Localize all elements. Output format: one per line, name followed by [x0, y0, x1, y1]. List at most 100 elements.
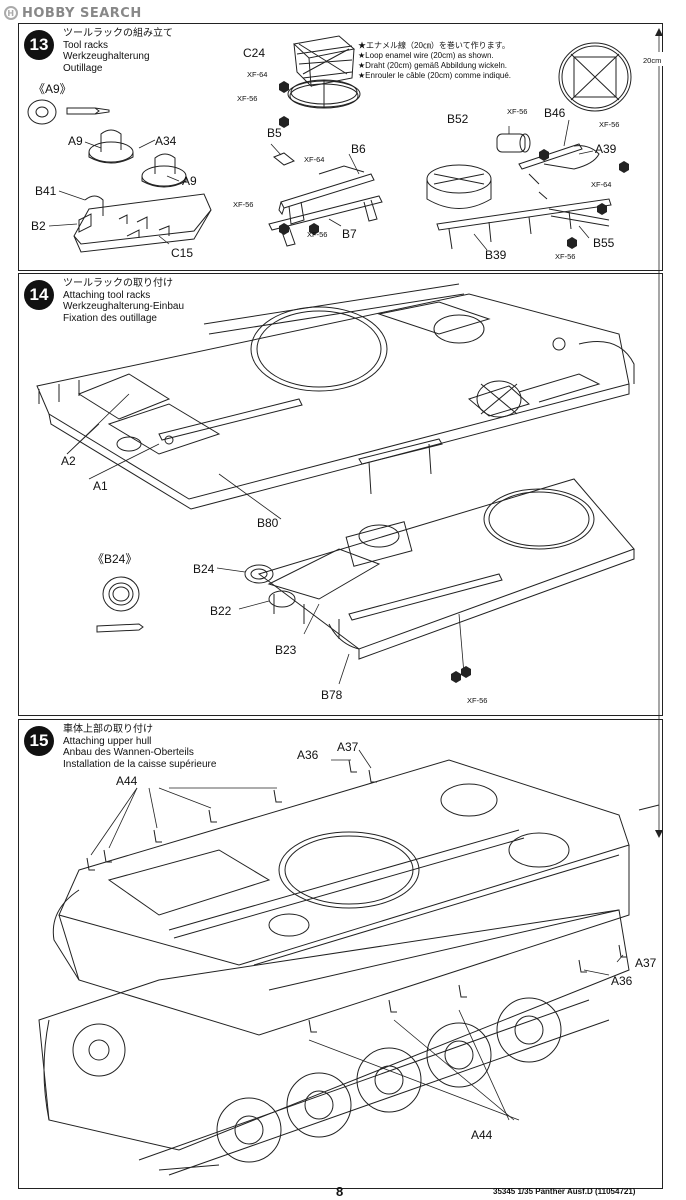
step-13-panel: 13 ツールラックの組み立て Tool racks Werkzeughalter…: [18, 23, 663, 271]
part-label: C15: [171, 246, 194, 260]
coil-reference-drawing: [558, 42, 632, 112]
part-label: B6: [351, 142, 366, 156]
lower-hull-tracks-drawing: [38, 909, 630, 1176]
c15-rack-drawing: [73, 129, 212, 253]
step-15-title-ja: 車体上部の取り付け: [63, 724, 153, 735]
paint-marker-icon: [279, 81, 289, 93]
wire-length-ruler: [652, 28, 666, 838]
step-14-panel: 14 ツールラックの取り付け Attaching tool racks Werk…: [18, 273, 663, 716]
paint-marker-icon: [619, 161, 629, 173]
step-13-title-ja: ツールラックの組み立て: [63, 28, 173, 39]
tool-rack-drawing: [158, 373, 601, 495]
upper-hull-drawing: [52, 759, 660, 1036]
paint-code: XF-64: [591, 180, 612, 189]
part-label: A36: [297, 748, 319, 762]
part-label: A34: [155, 134, 177, 148]
step-15-title-fr: Installation de la caisse supérieure: [63, 758, 217, 770]
b6-b7-bar-drawing: [268, 152, 383, 247]
paint-code: XF-56: [507, 107, 528, 116]
b39-assembly-drawing: [426, 133, 612, 250]
c24-coil-drawing: [287, 35, 361, 109]
part-label: B78: [321, 688, 343, 702]
step-14-paint-markers: [451, 666, 471, 683]
step-14-titles: ツールラックの取り付け Attaching tool racks Werkzeu…: [63, 278, 184, 324]
a9-detail-drawing: [27, 99, 110, 125]
step-13-drawing: [27, 35, 632, 253]
wire-note-fr: ★Enrouler le câble (20cm) comme indiqué.: [358, 71, 512, 80]
part-label: A37: [635, 956, 657, 970]
paint-code: XF-56: [233, 200, 254, 209]
paint-marker-icon: [539, 149, 549, 161]
part-label: A44: [471, 1128, 493, 1142]
step-14-title-en: Attaching tool racks: [63, 289, 151, 301]
part-label: B7: [342, 227, 357, 241]
part-label: B46: [544, 106, 566, 120]
paint-marker-icon: [597, 203, 607, 215]
wire-note-ja: ★エナメル線（20㎝）を巻いて作ります。: [358, 41, 510, 50]
ruler-label: 20cm: [643, 56, 662, 65]
paint-code: XF-56: [467, 696, 488, 705]
step-14-drawing: [36, 283, 635, 685]
paint-markers: [279, 81, 629, 249]
paint-marker-icon: [567, 237, 577, 249]
part-label: B24: [193, 562, 215, 576]
step-15-titles: 車体上部の取り付け Attaching upper hull Anbau des…: [63, 724, 216, 770]
part-label: B80: [257, 516, 279, 530]
step-15-drawing: [38, 749, 660, 1176]
a9-detail-label: 《A9》: [33, 82, 72, 96]
part-label: A9: [182, 174, 197, 188]
b24-detail-drawing: [96, 576, 144, 633]
part-label: A39: [595, 142, 617, 156]
product-code: 35345 1/35 Panther Ausf.D (11054721): [493, 1187, 636, 1196]
engine-deck-drawing: [257, 478, 635, 660]
part-label: A1: [93, 479, 108, 493]
step-13-number: 13: [24, 30, 54, 60]
paint-code: XF-56: [555, 252, 576, 261]
step-14-title-ja: ツールラックの取り付け: [63, 278, 173, 289]
part-label: C24: [243, 46, 266, 60]
part-label: B5: [267, 126, 282, 140]
part-label: B55: [593, 236, 615, 250]
watermark-logo: H HOBBY SEARCH: [4, 4, 142, 22]
step-15-number: 15: [24, 726, 54, 756]
part-label: A44: [116, 774, 138, 788]
step-14-title-de: Werkzeughalterung-Einbau: [63, 301, 185, 312]
step-15-title-en: Attaching upper hull: [63, 735, 152, 747]
step-14-leader-lines: [66, 393, 465, 685]
leader-lines: [48, 119, 594, 251]
paint-marker-icon: [309, 223, 319, 235]
step-15-panel: 15 車体上部の取り付け Attaching upper hull Anbau …: [18, 719, 663, 1189]
paint-marker-icon: [279, 223, 289, 235]
step-13-title-en: Tool racks: [63, 39, 109, 51]
paint-code: XF-56: [599, 120, 620, 129]
step-14-title-fr: Fixation des outillage: [63, 312, 157, 324]
part-label: B39: [485, 248, 507, 262]
part-label: A37: [337, 740, 359, 754]
part-label: A36: [611, 974, 633, 988]
step-13-title-fr: Outillage: [63, 62, 103, 74]
step-13-titles: ツールラックの組み立て Tool racks Werkzeughalterung…: [63, 28, 173, 74]
b24-detail-label: 《B24》: [92, 552, 138, 566]
paint-code: XF-56: [307, 230, 328, 239]
b24-b22-parts: [244, 564, 296, 608]
step-13-title-de: Werkzeughalterung: [63, 51, 150, 62]
wire-note-en: ★Loop enamel wire (20cm) as shown.: [358, 51, 494, 60]
step-15-leader-lines: [90, 749, 624, 1121]
paint-marker-icon: [451, 671, 461, 683]
step-15-title-de: Anbau des Wannen-Oberteils: [63, 747, 194, 758]
wire-note-de: ★Draht (20cm) gemäß Abbildung wickeln.: [358, 61, 508, 70]
page-number: 8: [336, 1184, 344, 1199]
part-label: B2: [31, 219, 46, 233]
rear-deck-drawing: [36, 283, 635, 510]
paint-code: XF-64: [247, 70, 268, 79]
part-label: B22: [210, 604, 232, 618]
paint-marker-icon: [461, 666, 471, 678]
paint-marker-icon: [279, 116, 289, 128]
part-label: A2: [61, 454, 76, 468]
step-14-number: 14: [24, 280, 54, 310]
paint-code: XF-56: [237, 94, 258, 103]
part-label: B23: [275, 643, 297, 657]
hobby-search-logo-icon: H: [4, 6, 18, 20]
part-label: A9: [68, 134, 83, 148]
part-label: B52: [447, 112, 469, 126]
